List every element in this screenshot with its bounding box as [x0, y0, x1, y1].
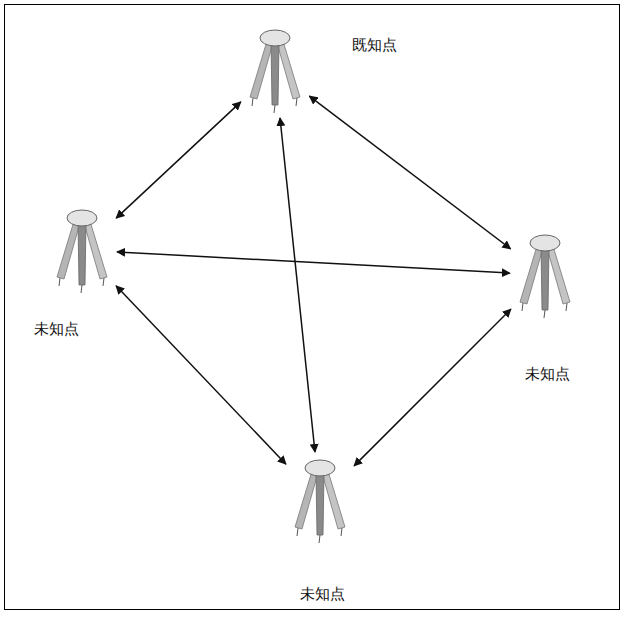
sight-line-arrow [116, 102, 241, 218]
tripod-illustration [513, 230, 577, 320]
tripod-illustration [50, 205, 114, 295]
tripod-illustration [288, 455, 352, 545]
sight-line-arrow [116, 286, 286, 464]
sight-line-arrow [354, 309, 511, 466]
point-label: 未知点 [32, 320, 81, 340]
sight-line-arrow [309, 96, 510, 249]
survey-tripod: 未知点 [513, 230, 577, 320]
survey-tripod: 未知点 [288, 455, 352, 545]
frame-border [4, 4, 620, 610]
survey-tripod: 未知点 [50, 205, 114, 295]
point-label: 未知点 [298, 585, 347, 605]
survey-tripod: 既知点 [243, 25, 307, 115]
tripod-illustration [243, 25, 307, 115]
point-label: 未知点 [523, 365, 572, 385]
sight-line-arrow [117, 252, 510, 273]
sight-line-arrow [280, 118, 315, 452]
point-label: 既知点 [350, 36, 399, 56]
